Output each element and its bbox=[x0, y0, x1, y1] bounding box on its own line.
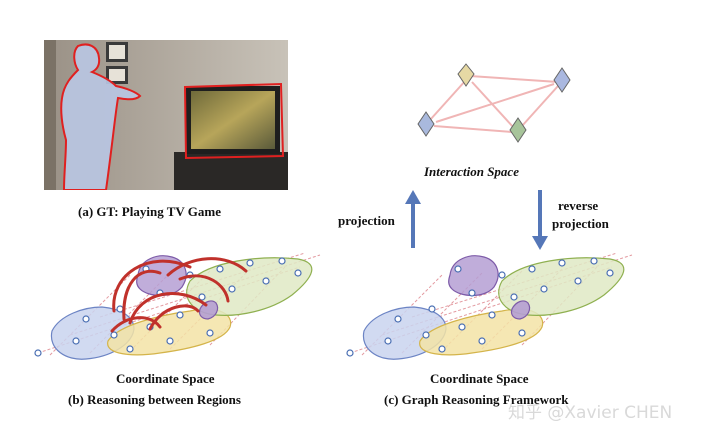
reverse-projection-arrow-down bbox=[531, 190, 549, 252]
region-purple-large bbox=[449, 256, 498, 296]
interaction-node-4 bbox=[510, 118, 526, 142]
coordinate-space-label-c: Coordinate Space bbox=[430, 371, 529, 387]
gt-photo bbox=[44, 40, 288, 190]
interaction-space-label: Interaction Space bbox=[424, 164, 519, 180]
projection-arrow-up bbox=[404, 190, 422, 250]
reverse-label-line1: reverse bbox=[558, 198, 598, 214]
coordinate-space-label-b: Coordinate Space bbox=[116, 371, 215, 387]
interaction-space-graph bbox=[412, 56, 582, 146]
projection-label: projection bbox=[338, 213, 395, 229]
coordinate-space-b bbox=[30, 245, 330, 370]
interaction-node-3 bbox=[418, 112, 434, 136]
interaction-edges bbox=[430, 76, 558, 132]
watermark: 知乎 @Xavier CHEN bbox=[508, 398, 672, 423]
caption-a: (a) GT: Playing TV Game bbox=[78, 204, 221, 220]
reverse-label-line2: projection bbox=[552, 216, 609, 232]
caption-b: (b) Reasoning between Regions bbox=[68, 392, 241, 408]
coordinate-space-c bbox=[342, 245, 642, 370]
